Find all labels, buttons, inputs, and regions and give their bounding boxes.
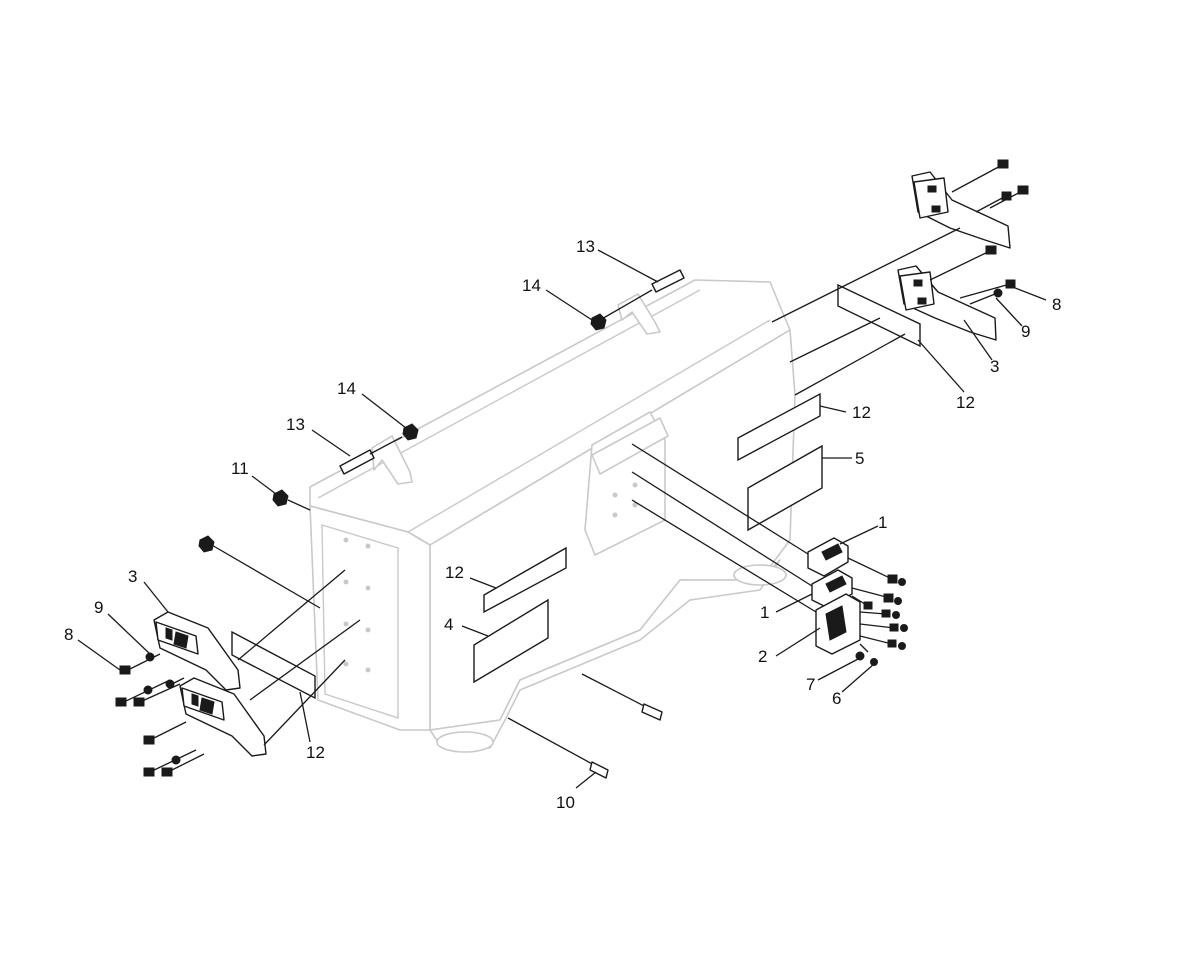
callout-11: 11 bbox=[231, 459, 249, 478]
hinge-hole bbox=[612, 492, 618, 498]
pin-13-rear bbox=[651, 269, 685, 293]
hinge-knuckle bbox=[591, 417, 669, 475]
decal-12-left-strip bbox=[231, 630, 316, 700]
callout-8-right: 8 bbox=[1052, 295, 1061, 314]
bracket-slot bbox=[913, 279, 923, 287]
callout-14-rear: 14 bbox=[522, 276, 541, 295]
pin-10-lower bbox=[589, 761, 609, 779]
bolts-left bbox=[115, 652, 205, 777]
bolt-head bbox=[1005, 279, 1016, 289]
bracket-slot bbox=[927, 185, 937, 193]
bracket-slot bbox=[191, 693, 199, 707]
underside-foot-right bbox=[733, 564, 787, 586]
callout-6: 6 bbox=[832, 689, 841, 708]
callout-3-left: 3 bbox=[128, 567, 137, 586]
nut-14-front bbox=[402, 423, 419, 441]
bracket-assembly-left bbox=[115, 535, 361, 777]
bolt-head bbox=[1017, 185, 1029, 195]
mount-hole bbox=[343, 579, 349, 585]
callout-12-left-strip: 12 bbox=[306, 743, 325, 762]
top-chamfer-edge bbox=[317, 289, 771, 533]
callout-13-rear: 13 bbox=[576, 237, 595, 256]
callout-4: 4 bbox=[444, 615, 453, 634]
callout-9-right: 9 bbox=[1021, 322, 1030, 341]
callout-12-right: 12 bbox=[852, 403, 871, 422]
mount-hole bbox=[343, 661, 349, 667]
hinge-2-recess bbox=[825, 605, 847, 641]
mount-hole bbox=[365, 627, 371, 633]
callout-9-left: 9 bbox=[94, 598, 103, 617]
underside-foot-left bbox=[436, 731, 494, 753]
nut-14-rear bbox=[590, 313, 607, 331]
hinge-1-lower-recess bbox=[825, 575, 847, 593]
counterweight-underside bbox=[429, 559, 781, 749]
hinge-hole bbox=[632, 482, 638, 488]
bolt-head bbox=[1001, 191, 1012, 201]
mount-hole bbox=[343, 621, 349, 627]
bolts-upper-right bbox=[929, 159, 1029, 305]
hinge-parts-right bbox=[631, 443, 908, 666]
nut-11 bbox=[272, 489, 289, 507]
washer bbox=[993, 288, 1003, 298]
mount-hole bbox=[365, 667, 371, 673]
nut-left bbox=[198, 535, 215, 553]
bracket-slot bbox=[917, 297, 927, 305]
decal-12-right bbox=[737, 392, 821, 462]
decal-12-front bbox=[483, 546, 567, 614]
bracket-slot bbox=[165, 627, 173, 641]
callout-2: 2 bbox=[758, 647, 767, 666]
bracket-slot bbox=[199, 697, 215, 715]
bracket-3-lower-plate bbox=[899, 271, 935, 311]
mount-hole bbox=[365, 543, 371, 549]
callout-14-front: 14 bbox=[337, 379, 356, 398]
pins-and-nuts bbox=[272, 269, 685, 779]
callout-13-front: 13 bbox=[286, 415, 305, 434]
callout-3-right: 3 bbox=[990, 357, 999, 376]
pin-10-upper bbox=[641, 703, 663, 721]
callout-labels: 13 14 14 13 11 3 9 8 12 4 12 10 1 1 2 7 … bbox=[64, 237, 1061, 812]
bolt-head bbox=[997, 159, 1009, 169]
callout-1-upper: 1 bbox=[878, 513, 887, 532]
callout-7: 7 bbox=[806, 675, 815, 694]
callout-12-front: 12 bbox=[445, 563, 464, 582]
bolt-head bbox=[985, 245, 997, 255]
hinge-hole bbox=[632, 502, 638, 508]
callout-12-top-strip: 12 bbox=[956, 393, 975, 412]
decal-4 bbox=[473, 598, 549, 684]
bracket-3-upper-plate bbox=[913, 177, 949, 219]
callout-10: 10 bbox=[556, 793, 575, 812]
hinge-bolts bbox=[847, 557, 908, 666]
bracket-slot bbox=[931, 205, 941, 213]
bracket-assembly-right bbox=[771, 159, 1029, 396]
callout-leaders bbox=[77, 249, 1047, 789]
decal-12-top-strip bbox=[837, 283, 921, 348]
hinge-hole bbox=[612, 512, 618, 518]
hinge-1-upper-recess bbox=[821, 543, 843, 561]
pin-13-front bbox=[339, 449, 375, 475]
end-face-panel bbox=[321, 524, 399, 719]
mount-hole bbox=[343, 537, 349, 543]
mount-hole bbox=[365, 585, 371, 591]
callout-1-lower: 1 bbox=[760, 603, 769, 622]
callout-5: 5 bbox=[855, 449, 864, 468]
decals bbox=[231, 283, 921, 700]
bracket-slot bbox=[173, 631, 189, 649]
counterweight-body bbox=[309, 279, 796, 753]
callout-8-left: 8 bbox=[64, 625, 73, 644]
